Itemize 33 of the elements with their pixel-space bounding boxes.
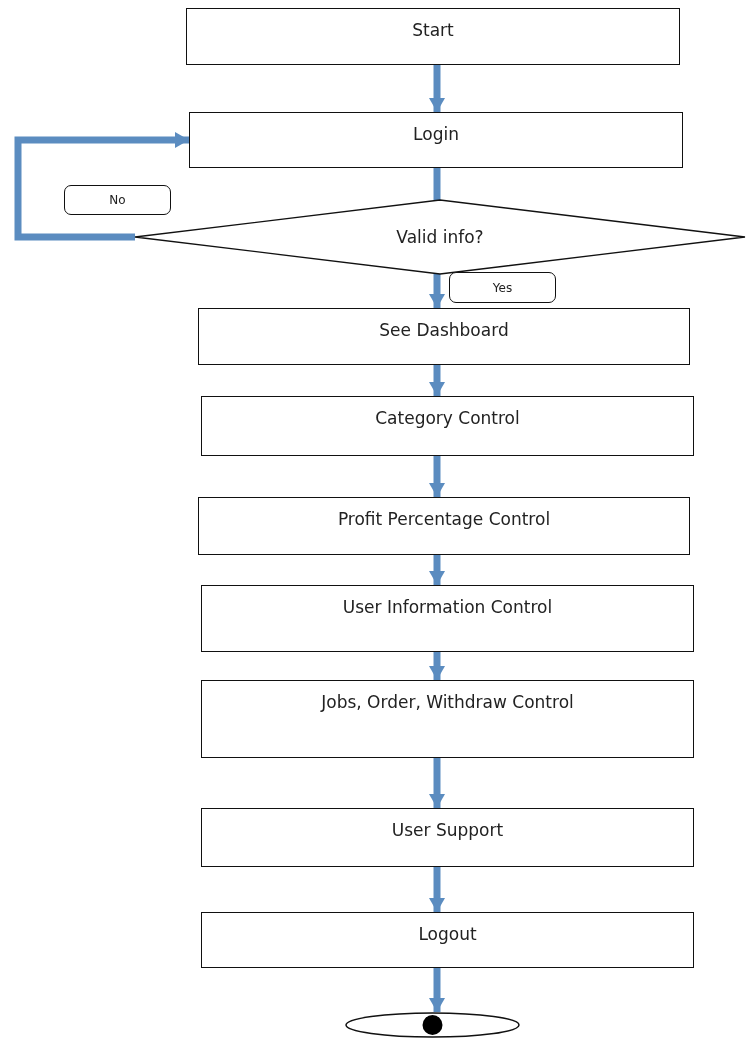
process-box [198,497,690,555]
node-label: Category Control [375,407,520,430]
arrow [429,867,445,912]
process-box [201,912,694,968]
edge-label: No [64,185,171,215]
decision-diamond [135,200,745,274]
node-label: Login [413,123,459,146]
node-label: User Support [391,819,504,842]
arrow [429,365,445,396]
arrow [14,132,189,241]
node-label: Profit Percentage Control [337,508,551,531]
edge-label: Yes [449,272,556,303]
process-box [198,308,690,365]
arrow [429,65,445,112]
process-box [186,8,680,65]
process-box [201,396,694,456]
arrow [429,274,445,308]
node-label: See Dashboard [379,319,509,342]
end-node [345,1012,520,1038]
arrow [429,758,445,808]
node-label: Valid info? [396,225,484,249]
arrow [429,456,445,497]
node-label: Jobs, Order, Withdraw Control [321,691,574,714]
node-label: Start [412,19,454,42]
process-box [201,808,694,867]
arrow [429,968,445,1012]
arrow [429,652,445,680]
arrow [429,555,445,585]
process-box [189,112,683,168]
node-label: User Information Control [342,596,553,619]
process-box [201,585,694,652]
process-box [201,680,694,758]
node-label: Logout [418,923,477,946]
